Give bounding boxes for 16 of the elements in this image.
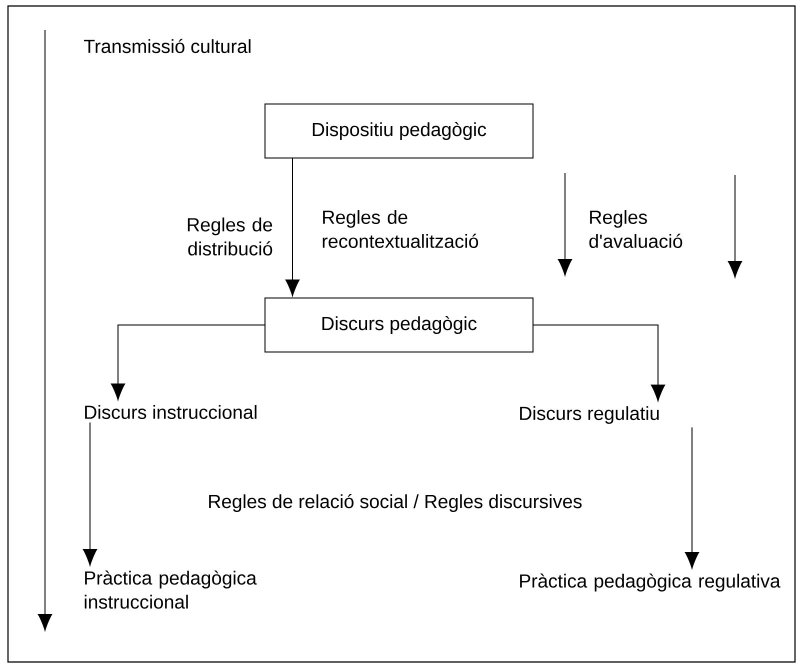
node-text: Discurs regulatiu	[520, 406, 659, 424]
arrow	[82, 422, 98, 566]
node-text: Discurs instruccional	[85, 405, 256, 419]
process-box: Discurs pedagògic	[264, 298, 534, 352]
arrow	[285, 158, 300, 296]
label-text: Regles de relació social / Regles discursives	[209, 494, 582, 512]
arrow	[533, 324, 666, 402]
node-text: Pràctica pedagògica instruccional	[84, 570, 257, 609]
arrow	[684, 426, 700, 569]
edge-label: Regles de distribució	[188, 218, 272, 256]
process-box: Dispositiu pedagògic	[264, 104, 534, 158]
label-text: Transmissió cultural	[84, 38, 250, 54]
arrow	[110, 324, 265, 400]
label-text: Regles d'avaluació	[589, 210, 682, 248]
node-text: Pràctica pedagògica regulativa	[520, 574, 780, 592]
label-text: Regles de recontextualització	[322, 210, 478, 248]
